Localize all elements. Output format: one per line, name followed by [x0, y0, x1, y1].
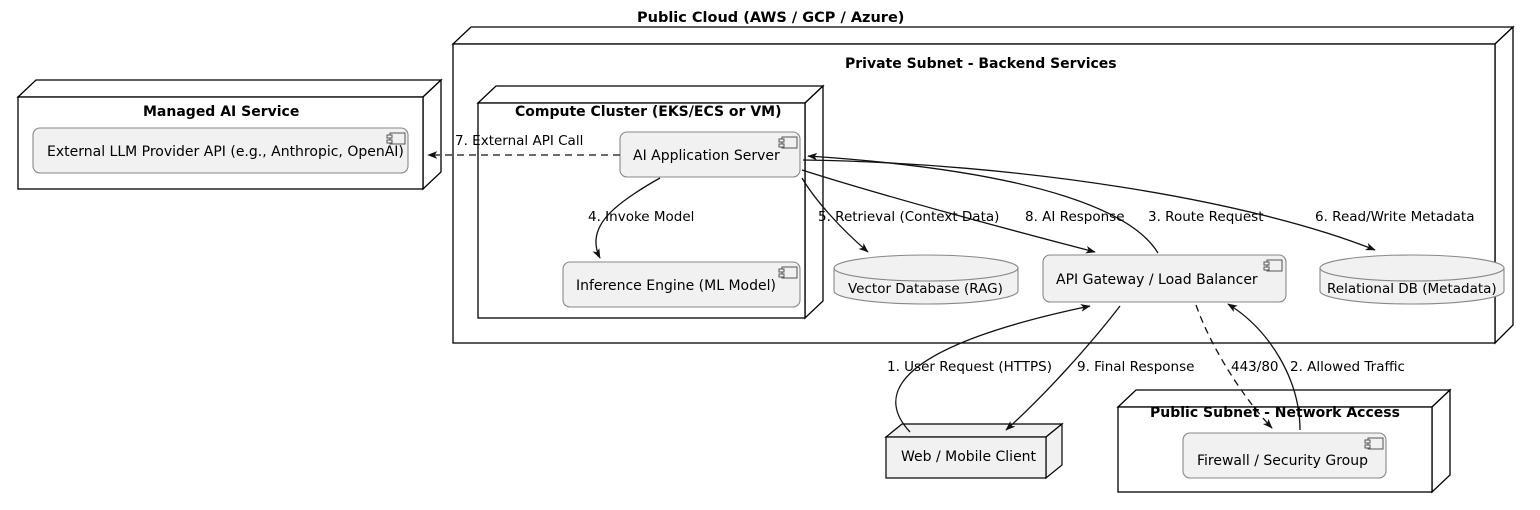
firewall-security-group-component[interactable] — [1182, 432, 1387, 479]
web-mobile-client-node — [884, 422, 1064, 480]
compute-cluster-title: Compute Cluster (EKS/ECS or VM) — [515, 104, 782, 120]
edge-label-3: 3. Route Request — [1148, 209, 1264, 225]
edge-1-user-request — [895, 304, 1091, 433]
edge-label-2: 2. Allowed Traffic — [1290, 359, 1405, 375]
diagram-title: Public Cloud (AWS / GCP / Azure) — [637, 10, 905, 26]
edge-9-final-response — [1005, 305, 1121, 431]
edge-label-1: 1. User Request (HTTPS) — [887, 359, 1053, 375]
uml-component-icon — [1364, 437, 1384, 450]
api-gateway-component[interactable] — [1042, 254, 1287, 303]
edge-label-8: 8. AI Response — [1025, 209, 1125, 225]
edge-label-9: 9. Final Response — [1077, 359, 1195, 375]
inference-engine-label: Inference Engine (ML Model) — [576, 278, 776, 294]
edge-2-allowed-traffic — [1227, 303, 1301, 431]
edge-8-ai-response — [801, 169, 1096, 254]
uml-component-icon — [386, 132, 406, 145]
external-llm-provider-api-component[interactable] — [32, 127, 409, 174]
edge-5-retrieval — [801, 177, 869, 253]
firewall-security-group-label: Firewall / Security Group — [1197, 453, 1368, 469]
edge-label-4: 4. Invoke Model — [588, 209, 695, 225]
public-subnet-title: Public Subnet - Network Access — [1150, 405, 1400, 421]
relational-db-label: Relational DB (Metadata) — [1327, 281, 1497, 297]
uml-component-icon — [778, 266, 798, 279]
edge-6-read-write-metadata — [802, 159, 1376, 251]
web-mobile-client-label: Web / Mobile Client — [901, 449, 1037, 465]
edge-label-5: 5. Retrieval (Context Data) — [818, 209, 1000, 225]
edge-label-443-80: 443/80 — [1231, 359, 1279, 375]
edge-4-invoke-model — [592, 177, 661, 259]
uml-component-icon — [1263, 259, 1283, 272]
edge-label-7: 7. External API Call — [455, 133, 584, 149]
relational-db-cylinder[interactable] — [1319, 254, 1505, 305]
vector-database-cylinder[interactable] — [833, 254, 1019, 305]
vector-database-label: Vector Database (RAG) — [848, 281, 1003, 297]
managed-ai-service-title: Managed AI Service — [143, 104, 300, 120]
api-gateway-label: API Gateway / Load Balancer — [1056, 272, 1258, 288]
edge-label-6: 6. Read/Write Metadata — [1315, 209, 1475, 225]
external-llm-provider-api-label: External LLM Provider API (e.g., Anthrop… — [47, 144, 404, 160]
uml-component-icon — [778, 136, 798, 149]
ai-application-server-label: AI Application Server — [633, 148, 780, 164]
edge-443-80 — [1195, 304, 1273, 429]
inference-engine-component[interactable] — [562, 261, 801, 308]
private-subnet-title: Private Subnet - Backend Services — [845, 56, 1117, 72]
